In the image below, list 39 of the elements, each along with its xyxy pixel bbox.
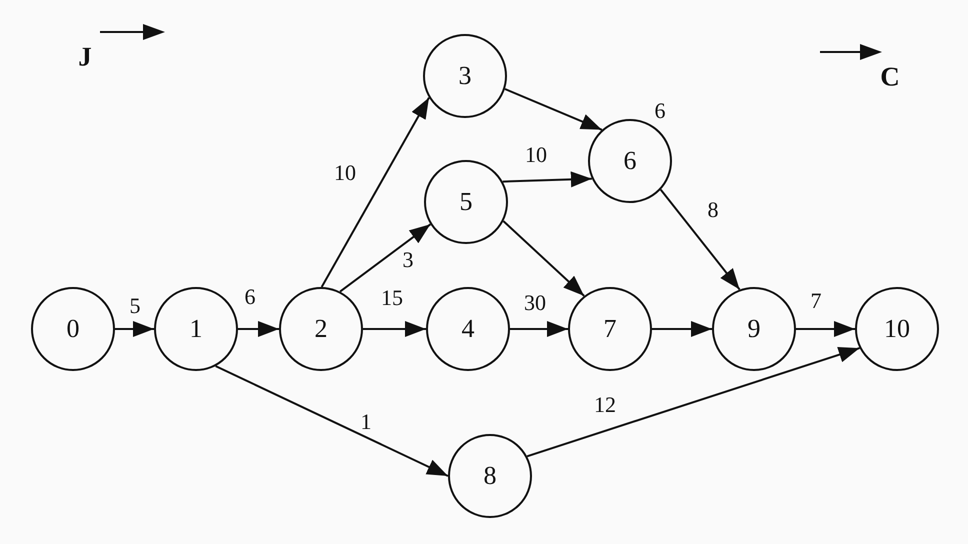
- node-number: 5: [460, 189, 472, 215]
- node-annotation: 6: [654, 100, 666, 122]
- edge-label: 7: [810, 290, 822, 312]
- edge-label: 10: [524, 144, 548, 166]
- arrow: [526, 347, 860, 458]
- node-number: 2: [314, 316, 328, 342]
- direction-label: J: [77, 44, 93, 70]
- node-number: 7: [604, 316, 616, 342]
- node-number: 1: [190, 316, 202, 342]
- arrow: [502, 220, 585, 297]
- node-number: 8: [484, 463, 496, 489]
- edge-label: 12: [593, 394, 617, 416]
- arrow: [363, 321, 426, 337]
- arrow: [340, 224, 431, 292]
- arrow: [796, 321, 855, 337]
- edge-label: 15: [380, 287, 404, 309]
- direction-label: C: [879, 64, 901, 90]
- node-number: 4: [462, 316, 474, 342]
- arrow: [502, 171, 592, 188]
- arrow: [510, 321, 568, 337]
- edge-label: 8: [706, 199, 720, 221]
- edge-label: 3: [402, 249, 414, 271]
- arrow: [238, 321, 279, 337]
- node-number: 10: [884, 316, 910, 342]
- arrow: [504, 88, 602, 131]
- node-number: 9: [748, 316, 760, 342]
- node-number: 3: [458, 63, 472, 89]
- node-number: 0: [66, 316, 80, 342]
- edge-label: 5: [128, 295, 142, 317]
- arrow: [115, 321, 154, 337]
- node-number: 6: [624, 148, 636, 174]
- arrow: [652, 321, 712, 337]
- edge-label: 10: [333, 162, 357, 184]
- edge-label: 6: [244, 286, 256, 308]
- edge-label: 1: [360, 411, 372, 433]
- edge-label: 30: [523, 292, 547, 314]
- arrow: [215, 365, 448, 477]
- arrow: [320, 97, 430, 288]
- arrow: [660, 188, 740, 290]
